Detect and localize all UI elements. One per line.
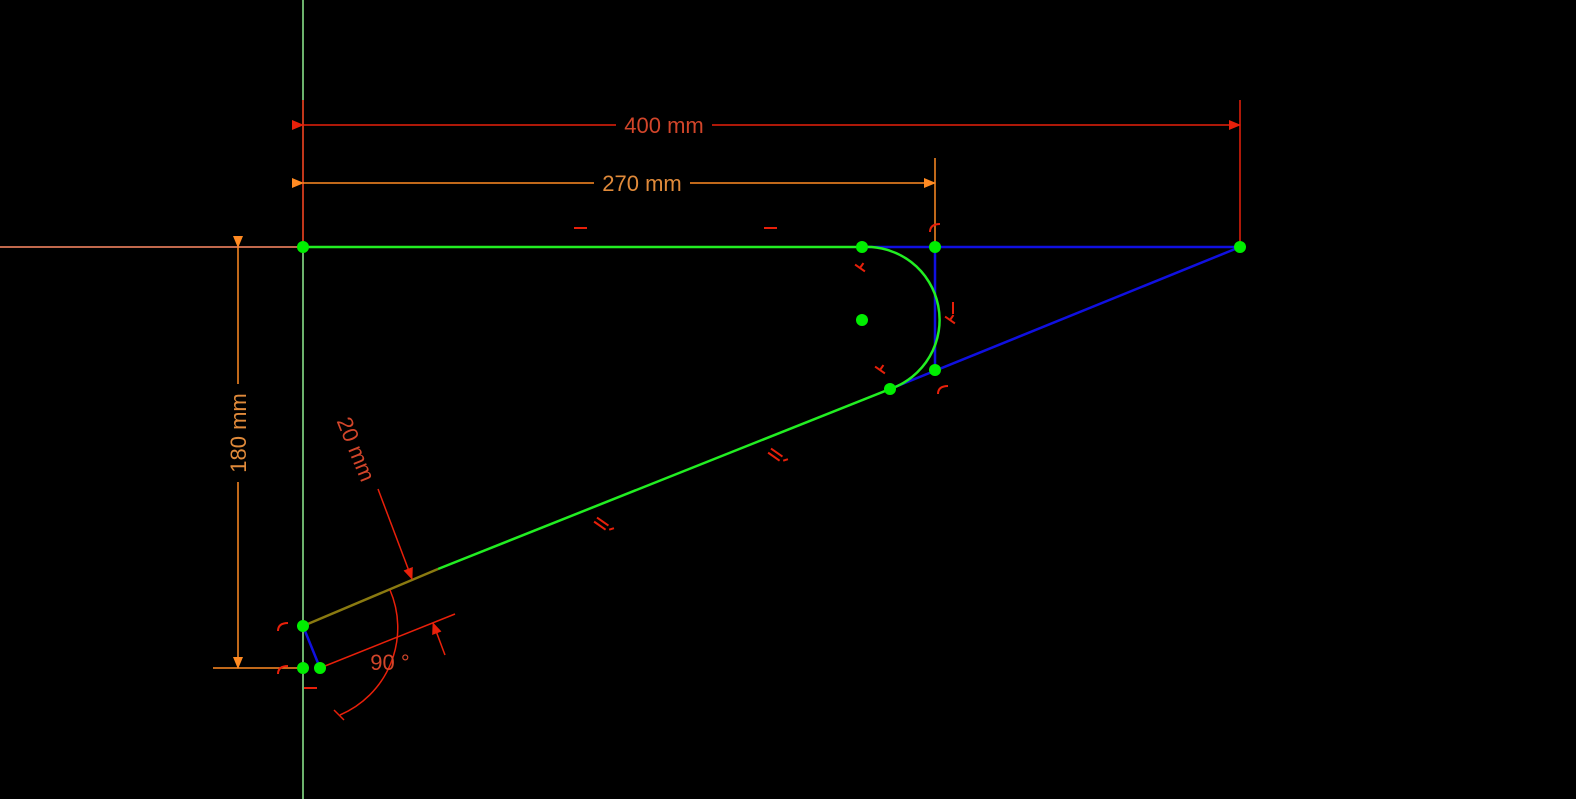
dimension-offset[interactable]: 20 mm	[319, 413, 456, 669]
vertex-construction-bottom[interactable]	[929, 364, 941, 376]
tangent-constraint-icon[interactable]	[854, 260, 868, 273]
construction-geometry	[301, 245, 1241, 669]
dimension-label-90[interactable]: 90 °	[370, 650, 409, 675]
slanted-edge-offset-segment[interactable]	[302, 567, 439, 628]
parallel-constraint-icon[interactable]	[593, 516, 615, 533]
dimension-leader	[432, 622, 446, 656]
vertex-arc-start[interactable]	[856, 241, 868, 253]
dimension-label-20[interactable]: 20 mm	[332, 413, 380, 485]
constraint-icons	[277, 223, 958, 689]
angle-arc-end-tick	[333, 709, 345, 721]
vertex-slant-bottom[interactable]	[297, 620, 309, 632]
dimension-leader	[377, 488, 413, 580]
tangent-arc[interactable]	[861, 245, 941, 391]
dimension-width-arc[interactable]: 270 mm	[292, 158, 936, 247]
construction-bottom-link[interactable]	[301, 625, 322, 669]
vertex-top-construction[interactable]	[929, 241, 941, 253]
dimension-height[interactable]: 180 mm	[213, 236, 303, 669]
sketch-vertices	[297, 241, 1246, 674]
vertex-arc-center[interactable]	[856, 314, 868, 326]
coincident-constraint-icon[interactable]	[929, 223, 941, 233]
vertex-arc-end[interactable]	[884, 383, 896, 395]
extension-line	[319, 613, 456, 669]
dimension-label-180[interactable]: 180 mm	[226, 393, 251, 472]
tangent-constraint-icon[interactable]	[874, 362, 888, 375]
tangent-constraint-icon[interactable]	[944, 312, 958, 325]
angle-arc	[339, 589, 399, 716]
slanted-edge-line[interactable]	[437, 387, 891, 571]
parallel-constraint-icon[interactable]	[767, 447, 789, 464]
sketch-geometry	[302, 245, 941, 628]
coincident-constraint-icon[interactable]	[277, 622, 289, 632]
vertex-top-right[interactable]	[1234, 241, 1246, 253]
construction-slant-line[interactable]	[889, 245, 1241, 391]
coincident-constraint-icon[interactable]	[277, 665, 289, 675]
coincident-constraint-icon[interactable]	[937, 385, 949, 395]
vertex-origin[interactable]	[297, 241, 309, 253]
vertex-bottom-right[interactable]	[314, 662, 326, 674]
dimension-angle[interactable]: 90 °	[333, 589, 410, 721]
dimension-width-total[interactable]: 400 mm	[292, 100, 1241, 247]
dimension-label-270[interactable]: 270 mm	[602, 171, 681, 196]
dimension-label-400[interactable]: 400 mm	[624, 113, 703, 138]
vertex-bottom-left[interactable]	[297, 662, 309, 674]
